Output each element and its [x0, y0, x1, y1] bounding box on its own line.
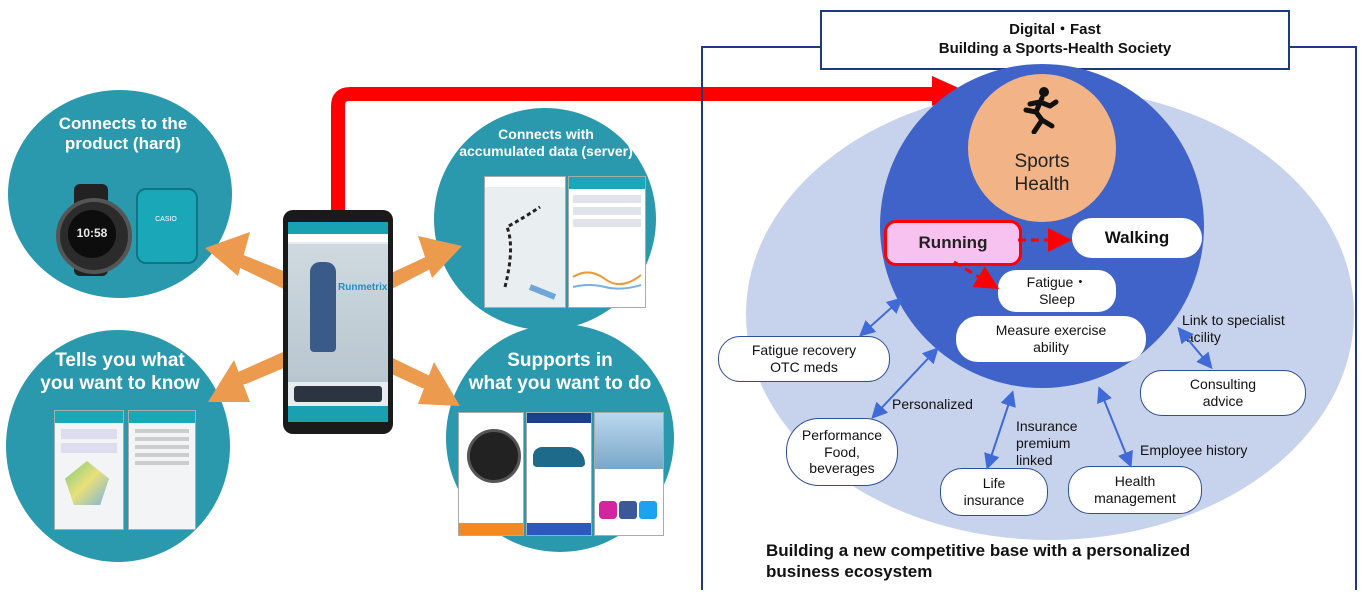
orange-arrow-upright-head — [418, 236, 462, 278]
pod-brand-text: CASIO — [155, 216, 177, 223]
screen-shop-watch — [458, 412, 524, 536]
performance-connector — [871, 347, 939, 419]
screen-tells-2 — [128, 410, 196, 530]
instagram-icon — [599, 501, 617, 519]
app-name-text: Runmetrix — [338, 282, 388, 293]
running-to-fatigue-arrow — [953, 260, 1000, 290]
screen-map — [484, 176, 566, 308]
phone-screen: Runmetrix — [288, 222, 388, 422]
red-flow-arrow — [331, 87, 935, 220]
watch-time-text: 10:58 — [76, 226, 108, 240]
running-box: Running — [884, 220, 1022, 266]
orange-arrow-downright-head — [418, 362, 460, 406]
header-line1: Digital・Fast — [1009, 21, 1101, 38]
phone: Runmetrix — [283, 210, 393, 434]
orange-arrow-upleft-head — [205, 232, 250, 276]
orange-arrow-downleft-head — [208, 360, 250, 402]
screen-social — [594, 412, 664, 536]
facebook-icon — [619, 501, 637, 519]
sensor-pod: CASIO — [136, 188, 198, 264]
runner-figure — [310, 262, 336, 352]
walking-box: Walking — [1072, 218, 1202, 258]
watch-device: 10:58 — [52, 184, 132, 276]
fatigue-recovery-connector — [859, 297, 903, 337]
consulting-connector — [1177, 326, 1213, 370]
runner-icon — [1020, 86, 1060, 134]
fatigue-sleep-box: Fatigue・Sleep — [998, 270, 1116, 312]
twitter-icon — [639, 501, 657, 519]
screen-tells-1 — [54, 410, 124, 530]
orange-arrow-downleft — [232, 348, 298, 386]
health-connector — [1097, 386, 1133, 468]
life-insurance-connector — [984, 390, 1016, 470]
employee-history-label: Employee history — [1140, 442, 1248, 458]
footer-caption: Building a new competitive base with a p… — [766, 541, 1191, 581]
screen-stats — [568, 176, 646, 308]
screen-shop-shoes — [526, 412, 592, 536]
header-line2: Building a Sports-Health Society — [938, 40, 1172, 57]
